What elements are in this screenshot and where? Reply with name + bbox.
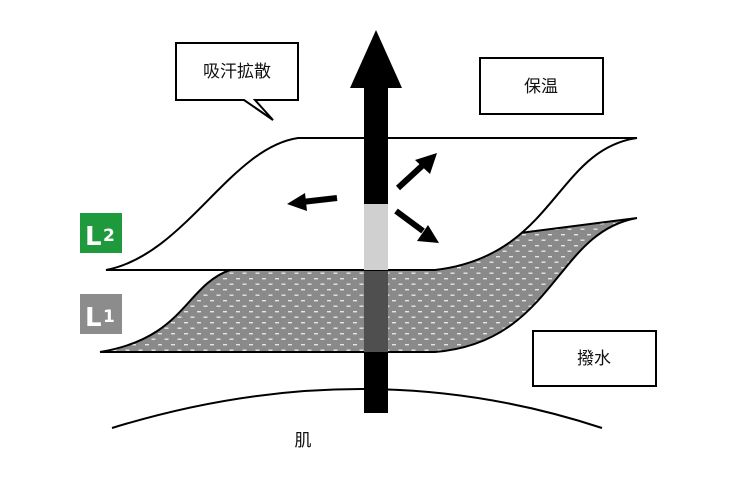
wicking-callout: 吸汗拡散: [175, 42, 299, 121]
layer1-badge-number: 1: [103, 307, 115, 327]
spread-arrow-downright: [394, 208, 439, 243]
layer2-badge: L 2: [80, 213, 122, 253]
arrow-shaft-light: [364, 204, 388, 270]
water-repellent-label: 撥水: [577, 349, 611, 369]
layer1-badge: L 1: [80, 294, 122, 334]
spread-arrow-upright: [395, 153, 437, 191]
wicking-label: 吸汗拡散: [203, 62, 271, 82]
arrow-up-head: [350, 30, 402, 88]
arrow-shaft-upper: [364, 86, 388, 204]
layer1-badge-bg: [80, 294, 122, 334]
insulation-callout: 保温: [479, 57, 604, 115]
layer2-badge-number: 2: [103, 226, 115, 246]
water-repellent-callout: 撥水: [532, 330, 657, 387]
insulation-label: 保温: [524, 77, 558, 97]
layer2-badge-bg: [80, 213, 122, 253]
layer2-badge-letter: L: [85, 222, 102, 252]
skin-label: 肌: [295, 431, 312, 451]
layer1-badge-letter: L: [85, 303, 102, 333]
arrow-through-layer1: [364, 270, 388, 352]
skin-curve: [111, 388, 603, 429]
spread-arrow-left: [287, 193, 338, 211]
